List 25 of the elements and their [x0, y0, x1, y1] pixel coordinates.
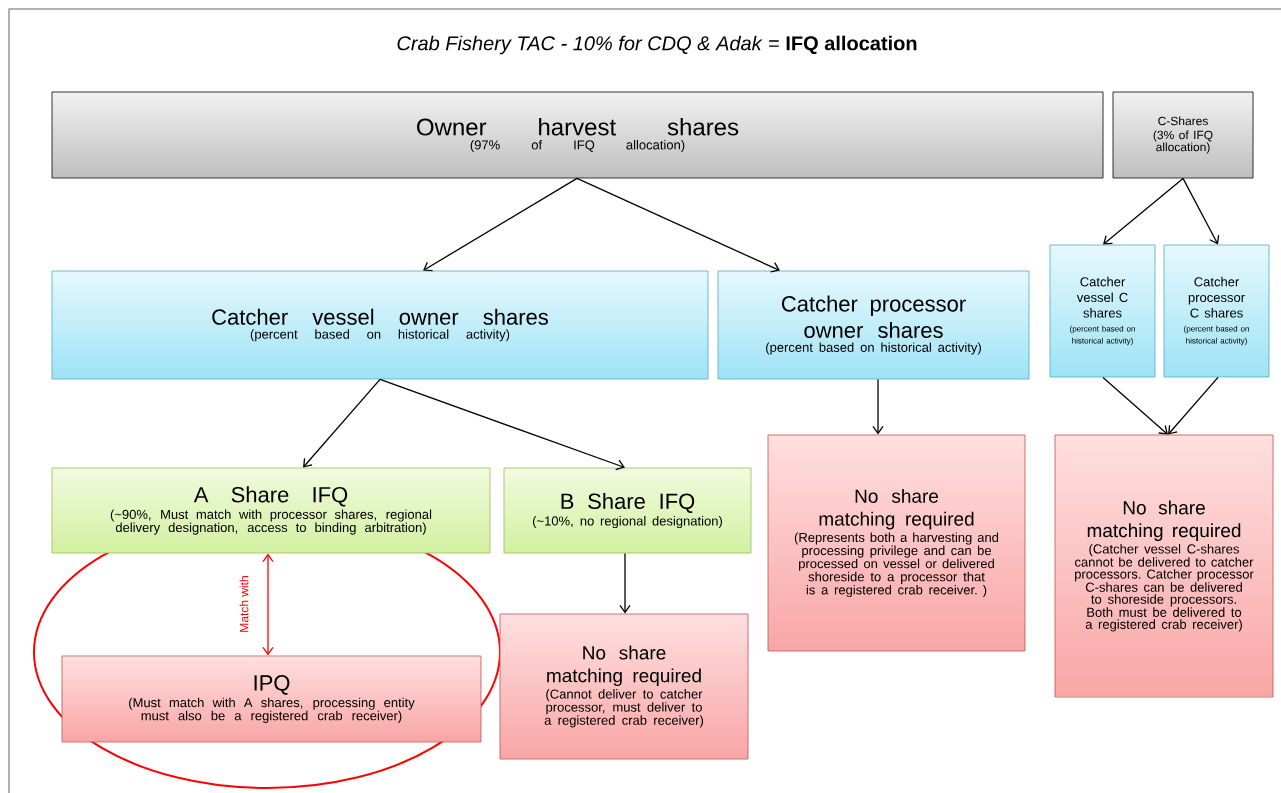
process-box: No share matching required (Catcher vessel C-shares cannot be delivered to catcher processors. Catcher processor C-shares can be delivered to shoreside processors. Both must be delivered to a registered crab receiver)	[1054, 434, 1274, 698]
process-box: Owner harvest shares (97% of IFQ allocation)	[51, 91, 1104, 179]
title: Crab Fishery TAC - 10% for CDQ & Adak = IFQ allocation	[397, 35, 917, 55]
process-box: IPQ (Must match with A shares, processing entity must also be a registered crab receiver)	[61, 655, 482, 743]
arrow	[379, 378, 625, 471]
arrow	[619, 552, 631, 614]
process-box: Catcher vessel owner shares (percent based on historical activity)	[51, 270, 709, 380]
process-box: B Share IFQ (~10%, no regional designation)	[503, 467, 752, 554]
edge-label: Match with	[239, 576, 249, 632]
process-box: No share matching required (Represents both a harvesting and processing privilege and can be processed on vessel or delivered shoreside to a processor that is a registered crab receiver. )	[767, 434, 1026, 652]
arrow	[1103, 177, 1184, 245]
process-box: Catcher vessel C shares (percent based on historical activity)	[1049, 244, 1156, 378]
arrow	[262, 553, 274, 656]
arrow	[303, 378, 381, 468]
process-box: C-Shares (3% of IFQ allocation)	[1112, 91, 1254, 179]
arrow	[1102, 376, 1169, 435]
arrow	[1182, 177, 1220, 245]
process-box: A Share IFQ (~90%, Must match with processor shares, regional delivery designation, access to binding arbitration)	[51, 467, 491, 554]
arrow	[423, 177, 578, 272]
process-box: Catcher processor owner shares (percent based on historical activity)	[717, 270, 1030, 380]
process-box: No share matching required (Cannot deliver to catcher processor, must deliver to a registered crab receiver)	[499, 613, 749, 760]
arrow	[576, 177, 780, 273]
arrow	[1168, 376, 1219, 435]
arrow	[872, 378, 884, 435]
process-box: Catcher processor C shares (percent based on historical activity)	[1163, 244, 1270, 378]
